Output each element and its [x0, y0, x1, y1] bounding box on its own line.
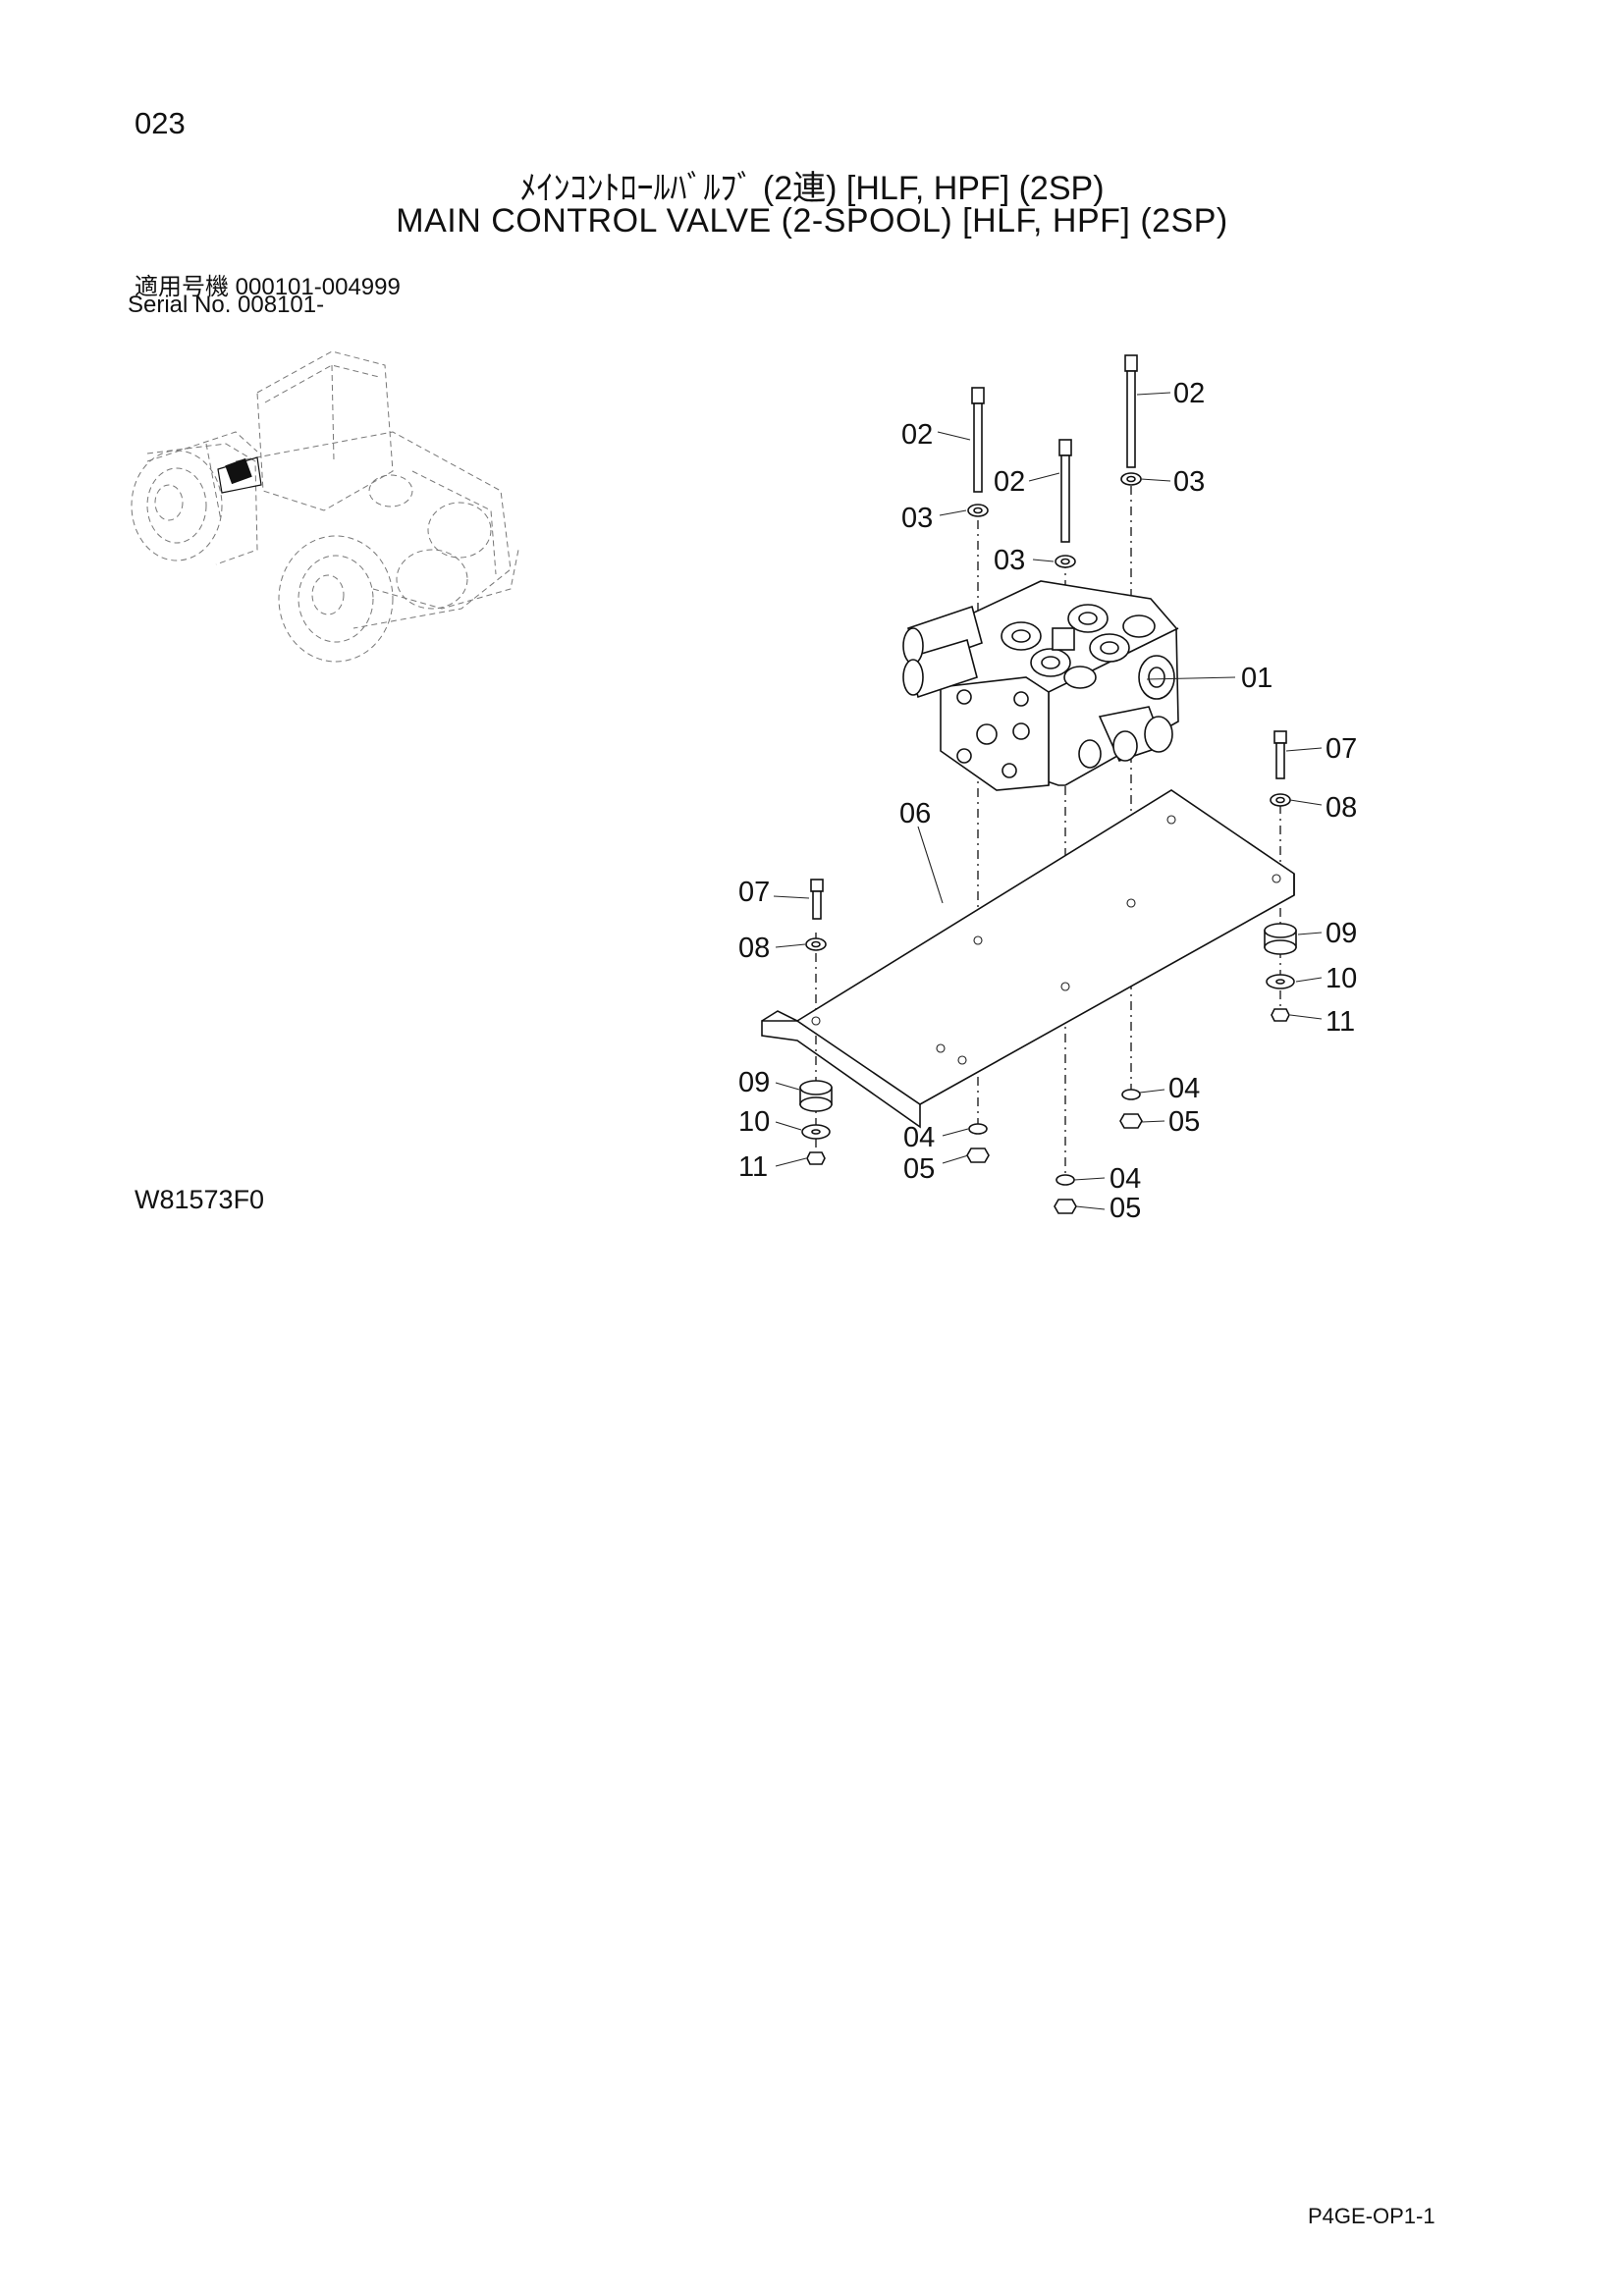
callout-11: 11: [738, 1151, 768, 1183]
callout-leader-lines: [773, 392, 1323, 1210]
right-mount-stack: [1264, 730, 1297, 1022]
callout-03: 03: [901, 503, 933, 534]
left-mount-stack: [799, 879, 833, 1165]
callout-06: 06: [899, 798, 931, 829]
callout-04: 04: [903, 1122, 935, 1153]
callout-05: 05: [1168, 1106, 1200, 1138]
valve-mounting-bolts: [971, 354, 1138, 543]
bolt-02-right: [1124, 354, 1138, 468]
main-control-valve: [902, 580, 1179, 791]
page-title-japanese: ﾒｲﾝｺﾝﾄﾛｰﾙﾊﾞﾙﾌﾞ (2連) [HLF, HPF] (2SP): [519, 170, 1105, 207]
callout-01: 01: [1241, 663, 1272, 694]
washers-03: [967, 472, 1142, 568]
page-code: P4GE-OP1-1: [1308, 2204, 1435, 2228]
callout-11: 11: [1326, 1006, 1355, 1038]
callout-04: 04: [1110, 1163, 1141, 1195]
callout-02: 02: [994, 466, 1025, 498]
page-number: 023: [135, 106, 186, 140]
callout-08: 08: [1326, 792, 1357, 824]
callout-07: 07: [1326, 733, 1357, 765]
callout-08: 08: [738, 933, 770, 964]
nuts-05: [966, 1113, 1143, 1214]
callout-03: 03: [1173, 466, 1205, 498]
callout-10: 10: [738, 1106, 770, 1138]
washers-04: [968, 1089, 1141, 1186]
bolt-02-middle: [1058, 439, 1072, 543]
callout-numbers: 01 02 02 02 03 03 03 04 04 04 05 05 05 0…: [738, 378, 1357, 1224]
callout-07: 07: [738, 877, 770, 908]
callout-09: 09: [1326, 918, 1357, 949]
mounting-plate: [761, 789, 1295, 1129]
callout-05: 05: [1110, 1193, 1141, 1224]
callout-02: 02: [1173, 378, 1205, 409]
bolt-02-left: [971, 387, 985, 493]
callout-09: 09: [738, 1067, 770, 1098]
valve-location-marker: [217, 456, 262, 494]
drawing-id: W81573F0: [135, 1185, 265, 1214]
applicable-serial-japanese: 適用号機 000101-004999: [135, 274, 401, 300]
callout-02: 02: [901, 419, 933, 451]
callout-04: 04: [1168, 1073, 1200, 1104]
applicable-serial-english: Serial No. 008101-: [128, 292, 325, 318]
machine-location-thumbnail: [131, 350, 519, 663]
callout-05: 05: [903, 1153, 935, 1185]
callout-10: 10: [1326, 963, 1357, 994]
callout-03: 03: [994, 545, 1025, 576]
page-title-english: MAIN CONTROL VALVE (2-SPOOL) [HLF, HPF] …: [396, 202, 1228, 240]
